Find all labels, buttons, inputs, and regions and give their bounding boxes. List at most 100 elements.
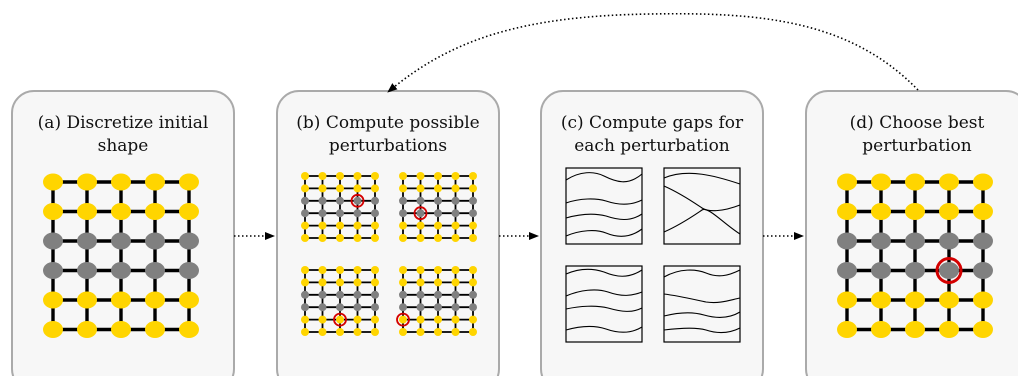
- perturbation-lattice-2-yellow-site: [434, 221, 442, 230]
- lattice-a-yellow-site: [111, 203, 131, 220]
- feedback-arrow-d-to-b: [387, 12, 919, 93]
- perturbation-lattice-1-yellow-site: [353, 184, 362, 193]
- perturbation-lattice-1-yellow-site: [371, 221, 379, 230]
- perturbation-lattice-3-yellow-site: [371, 328, 379, 336]
- perturbation-lattice-2: [399, 172, 477, 242]
- lattice-d-gray-site: [871, 232, 891, 250]
- best-perturbation-lattice: [837, 173, 993, 338]
- band-plot-1-band-2: [565, 198, 643, 205]
- band-plot-4-band-4: [663, 327, 741, 333]
- perturbation-lattice-1-yellow-site: [301, 221, 309, 230]
- perturbation-lattice-4-gray-site: [416, 303, 425, 312]
- perturbation-lattice-2-yellow-site: [469, 221, 477, 230]
- perturbation-lattice-1-yellow-site: [353, 221, 362, 230]
- lattice-a-yellow-site: [43, 321, 63, 338]
- perturbation-lattice-2-yellow-site: [416, 184, 425, 193]
- perturbation-lattice-3-gray-site: [371, 290, 379, 299]
- panel-a-title-line-1: (a) Discretize initial: [38, 113, 209, 133]
- band-plot-1: [565, 167, 643, 245]
- perturbation-lattice-2-gray-site: [399, 209, 407, 218]
- lattice-a-gray-site: [77, 262, 97, 279]
- perturbation-lattice-3: [301, 266, 379, 336]
- lattice-a-yellow-site: [179, 173, 199, 191]
- band-plot-3-band-3: [565, 305, 643, 312]
- band-plot-4-band-1: [663, 269, 741, 278]
- band-plot-4-frame: [663, 265, 741, 343]
- band-plot-4-band-2: [663, 293, 741, 304]
- lattice-a-yellow-site: [111, 321, 131, 338]
- lattice-a-gray-site: [43, 262, 63, 279]
- lattice-a-yellow-site: [145, 203, 165, 220]
- band-plot-3-band-2: [565, 289, 643, 297]
- perturbation-lattice-4-gray-site: [451, 303, 460, 312]
- lattice-d-yellow-site: [837, 291, 857, 309]
- perturbation-lattice-1-yellow-site: [318, 184, 327, 193]
- perturbation-lattice-4-yellow-site: [434, 328, 442, 336]
- perturbation-lattice-1-gray-site: [318, 196, 327, 205]
- lattice-a-yellow-site: [77, 203, 97, 220]
- band-plot-2-band-3: [663, 208, 741, 235]
- perturbation-lattice-2-yellow-site: [416, 234, 425, 242]
- band-plot-3-band-4: [565, 325, 643, 333]
- perturbation-lattice-2-yellow-site: [451, 172, 460, 180]
- perturbation-lattice-4-gray-site: [399, 303, 407, 312]
- perturbation-lattice-2-yellow-site: [434, 184, 442, 193]
- lattice-a-yellow-site: [145, 321, 165, 338]
- perturbation-lattice-2-yellow-site: [469, 184, 477, 193]
- lattice-a-yellow-site: [77, 291, 97, 309]
- perturbation-lattice-4-perturbation-marker: [396, 312, 410, 327]
- initial-shape-lattice: [43, 173, 199, 338]
- band-plot-2-band-1: [663, 172, 741, 185]
- lattice-a-gray-site: [77, 232, 97, 250]
- perturbation-lattice-1-gray-site: [301, 196, 309, 205]
- perturbation-lattice-2-gray-site: [416, 196, 425, 205]
- lattice-a-gray-site: [111, 262, 131, 279]
- perturbation-lattice-1-gray-site: [301, 209, 309, 218]
- panel-a: (a) Discretize initial shape: [11, 90, 235, 376]
- perturbation-lattice-3-gray-site: [336, 290, 344, 299]
- perturbation-lattice-2-perturbation-marker: [413, 206, 428, 221]
- band-plot-4: [663, 265, 741, 343]
- perturbation-lattice-3-yellow-site: [318, 278, 327, 287]
- perturbation-lattice-2-yellow-site: [451, 221, 460, 230]
- lattice-a-yellow-site: [43, 173, 63, 191]
- perturbation-lattice-1-yellow-site: [371, 234, 379, 242]
- panel-b-title-line-1: (b) Compute possible: [296, 113, 479, 133]
- perturbation-lattice-4-yellow-site: [399, 315, 407, 324]
- lattice-d-yellow-site: [973, 203, 993, 220]
- perturbation-lattice-4-yellow-site: [469, 278, 477, 287]
- perturbation-lattice-4-yellow-site: [399, 266, 407, 274]
- band-plot-1-band-3: [565, 213, 643, 221]
- panel-d-title-line-1: (d) Choose best: [850, 113, 985, 133]
- perturbation-lattice-1-yellow-site: [371, 184, 379, 193]
- perturbation-lattice-3-gray-site: [353, 303, 362, 312]
- lattice-d-gray-site: [837, 262, 857, 279]
- perturbation-lattice-2-gray-site: [469, 209, 477, 218]
- lattice-d-yellow-site: [905, 173, 925, 191]
- perturbation-lattice-2-gray-site: [451, 209, 460, 218]
- lattice-a-gray-site: [179, 262, 199, 279]
- lattice-d-yellow-site: [939, 203, 959, 220]
- perturbation-lattice-3-gray-site: [318, 290, 327, 299]
- perturbation-lattice-3-yellow-site: [371, 278, 379, 287]
- lattice-a-gray-site: [179, 232, 199, 250]
- lattice-a-yellow-site: [43, 203, 63, 220]
- perturbation-lattice-1-perturbation-marker: [350, 193, 365, 208]
- perturbation-lattice-2-yellow-site: [434, 234, 442, 242]
- lattice-d-yellow-site: [871, 321, 891, 338]
- lattice-d-perturbation-marker: [935, 257, 963, 284]
- perturbation-lattice-3-gray-site: [371, 303, 379, 312]
- perturbation-lattice-3-gray-site: [318, 303, 327, 312]
- perturbation-lattice-3-yellow-site: [336, 278, 344, 287]
- lattice-d-gray-site: [871, 262, 891, 279]
- perturbation-lattice-3-yellow-site: [301, 328, 309, 336]
- perturbation-lattice-1: [301, 172, 379, 242]
- perturbation-lattice-2-yellow-site: [399, 234, 407, 242]
- lattice-d-yellow-site: [905, 321, 925, 338]
- band-plot-1-band-4: [565, 228, 643, 237]
- lattice-d-gray-site: [973, 232, 993, 250]
- band-plot-2-band-2: [663, 185, 741, 212]
- panel-c: (c) Compute gaps for each perturbation: [540, 90, 764, 376]
- perturbation-lattice-1-yellow-site: [353, 234, 362, 242]
